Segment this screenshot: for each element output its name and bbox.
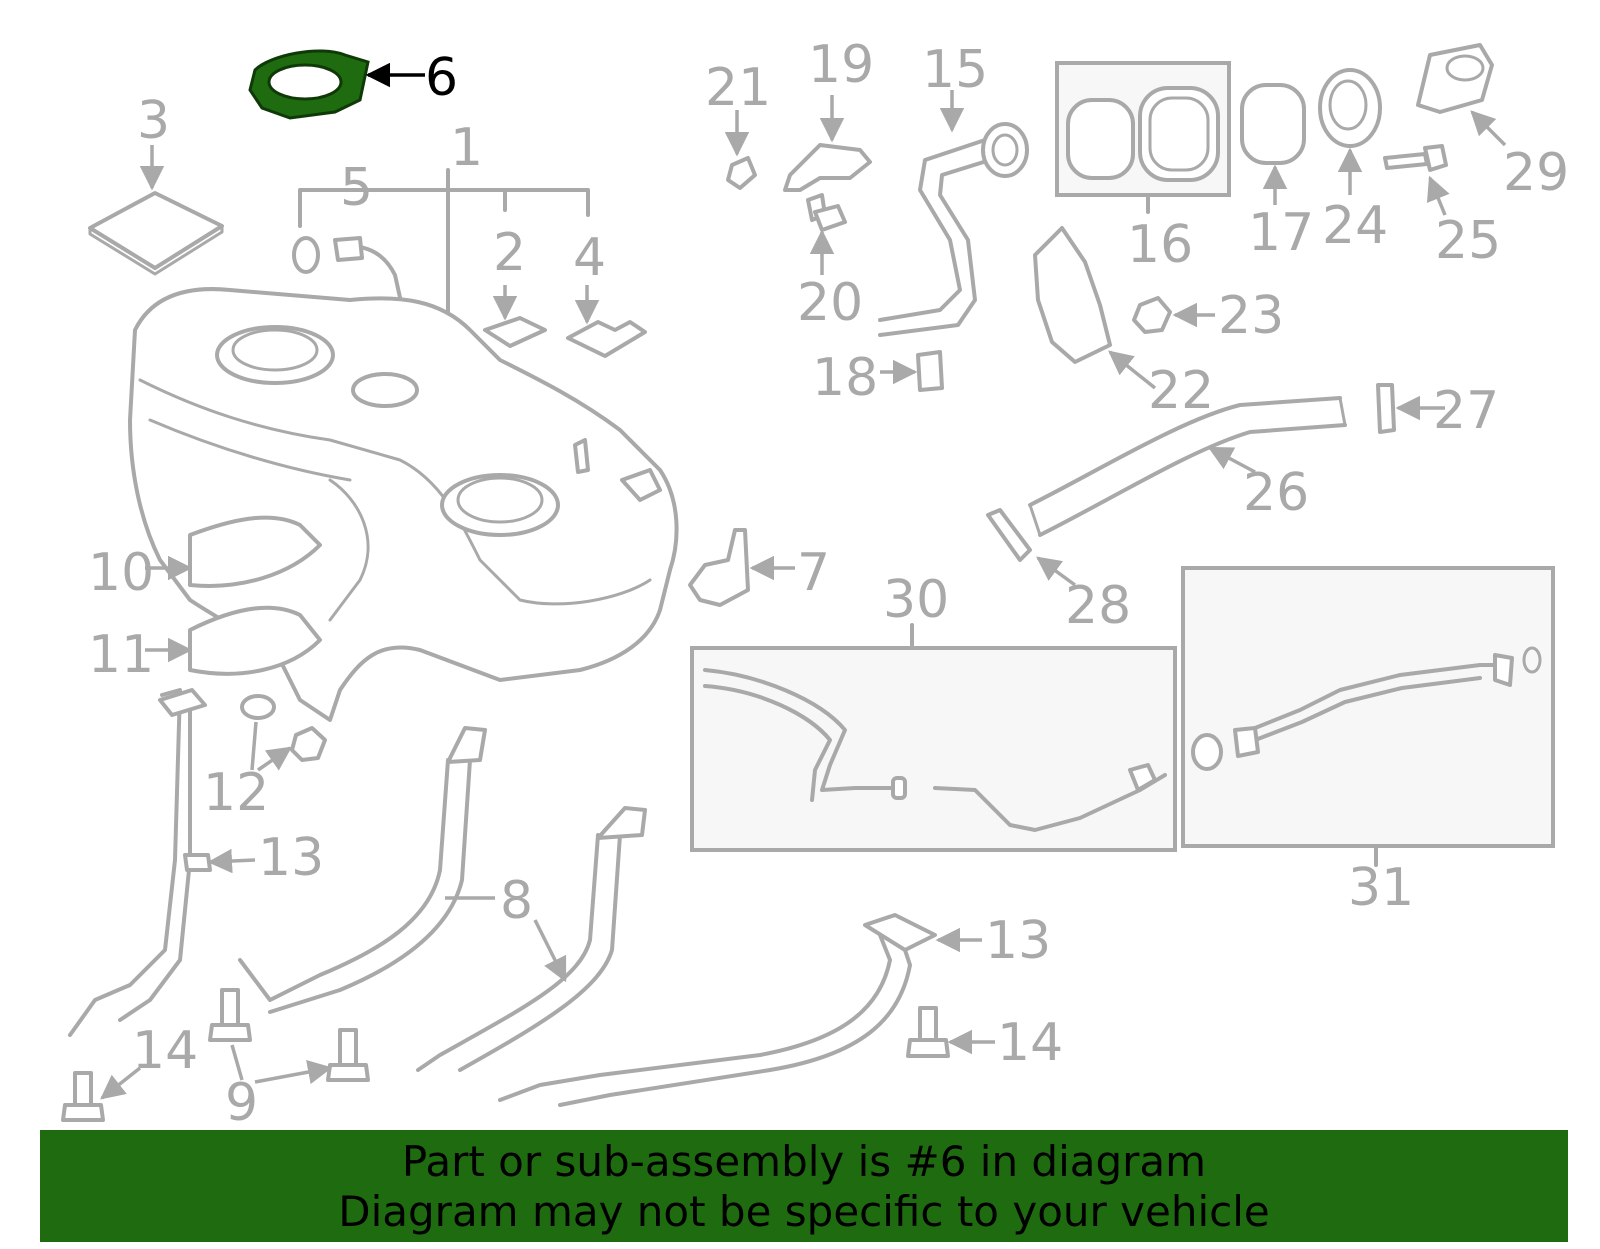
arrow-26 xyxy=(1207,446,1256,474)
part-23-nut xyxy=(1132,296,1172,334)
part-11-strap xyxy=(188,605,322,676)
part-13-top-bracket xyxy=(158,688,207,717)
callout-21: 21 xyxy=(705,58,771,118)
callout-13-right: 13 xyxy=(985,911,1051,971)
part-12-grommet xyxy=(240,694,276,720)
part-9-bolts xyxy=(208,988,370,1082)
part-21-nut xyxy=(726,156,757,190)
part-6-seal-highlighted xyxy=(248,49,370,120)
arrow-25 xyxy=(1426,175,1450,216)
part-24-housing xyxy=(1318,68,1382,148)
callout-31: 31 xyxy=(1348,858,1414,918)
callout-14-right: 14 xyxy=(997,1013,1063,1073)
callout-28: 28 xyxy=(1065,576,1131,636)
arrow-12 xyxy=(250,721,290,770)
part-30-vent-line xyxy=(703,668,1167,832)
part-14-bolts xyxy=(61,1006,950,1122)
arrow-14-left xyxy=(100,1066,142,1100)
callout-3: 3 xyxy=(137,91,170,151)
callout-1: 1 xyxy=(450,118,483,178)
callout-9: 9 xyxy=(225,1073,258,1133)
callout-14: 14 xyxy=(132,1021,198,1081)
part-4-pad xyxy=(566,320,647,358)
arrow-22 xyxy=(1108,350,1157,390)
arrow-9 xyxy=(230,1045,330,1082)
part-29-cap xyxy=(1416,43,1494,114)
part-13-strap-bottom-edge xyxy=(558,933,912,1107)
part-31-box xyxy=(1181,566,1555,848)
part-10-strap xyxy=(188,515,322,588)
callout-20: 20 xyxy=(797,273,863,333)
part-8-bracket-a xyxy=(446,726,487,764)
callout-15: 15 xyxy=(922,40,988,100)
callout-16: 16 xyxy=(1127,215,1193,275)
callout-19: 19 xyxy=(808,35,874,95)
callout-2: 2 xyxy=(493,223,526,283)
callout-26: 26 xyxy=(1243,463,1309,523)
callout-11: 11 xyxy=(88,625,154,685)
callout-8: 8 xyxy=(500,871,533,931)
callout-13: 13 xyxy=(258,828,324,888)
info-banner: Part or sub-assembly is #6 in diagram Di… xyxy=(40,1130,1568,1242)
callout-23: 23 xyxy=(1218,286,1284,346)
part-8-bracket-b xyxy=(596,806,647,840)
callout-17: 17 xyxy=(1248,203,1314,263)
callout-24: 24 xyxy=(1322,196,1388,256)
callout-18: 18 xyxy=(812,348,878,408)
part-16-seals xyxy=(1066,86,1220,182)
part-13-strap-left-edge xyxy=(118,693,192,1022)
arrow-8 xyxy=(445,896,565,980)
callout-5: 5 xyxy=(340,158,373,218)
arrow-13-left xyxy=(207,848,256,874)
part-15-filler-neck xyxy=(878,122,1029,337)
part-30-box xyxy=(690,646,1177,852)
part-31-vent-line xyxy=(1191,646,1542,771)
part-27-clamp xyxy=(1376,383,1396,434)
part-12-nut xyxy=(290,726,327,762)
arrow-28 xyxy=(1036,556,1077,587)
part-17-seal xyxy=(1240,83,1306,165)
part-28-clamp xyxy=(986,508,1032,562)
part-8-strap-a-edge xyxy=(268,758,472,1014)
callout-5-bracket xyxy=(298,168,590,337)
part-7-bracket xyxy=(688,528,750,607)
part-8-strap-a xyxy=(238,758,450,1002)
banner-line-2: Diagram may not be specific to your vehi… xyxy=(338,1187,1270,1236)
callout-30: 30 xyxy=(883,570,949,630)
callout-4: 4 xyxy=(573,228,606,288)
callout-6: 6 xyxy=(425,48,458,108)
part-13-strap-bottom xyxy=(498,933,892,1102)
callout-7: 7 xyxy=(797,543,830,603)
arrow-29 xyxy=(1470,110,1507,147)
part-13-strap-left xyxy=(68,688,182,1037)
part-13-strap-bracket xyxy=(863,913,937,952)
callout-22: 22 xyxy=(1148,361,1214,421)
callout-25: 25 xyxy=(1435,211,1501,271)
part-18-clip xyxy=(916,350,944,392)
banner-line-1: Part or sub-assembly is #6 in diagram xyxy=(401,1137,1207,1186)
part-20-bolt xyxy=(806,193,847,232)
part-2-pad xyxy=(483,316,547,348)
part-22-bracket xyxy=(1033,226,1112,364)
callout-10: 10 xyxy=(88,543,154,603)
callout-29: 29 xyxy=(1503,143,1569,203)
callout-27: 27 xyxy=(1433,381,1499,441)
part-25-bolt xyxy=(1383,144,1448,172)
callout-12: 12 xyxy=(203,763,269,823)
part-26-hose xyxy=(1028,396,1347,537)
part-13-clip xyxy=(183,853,212,872)
part-19-bracket xyxy=(783,143,872,192)
part-3-pad xyxy=(88,191,224,276)
